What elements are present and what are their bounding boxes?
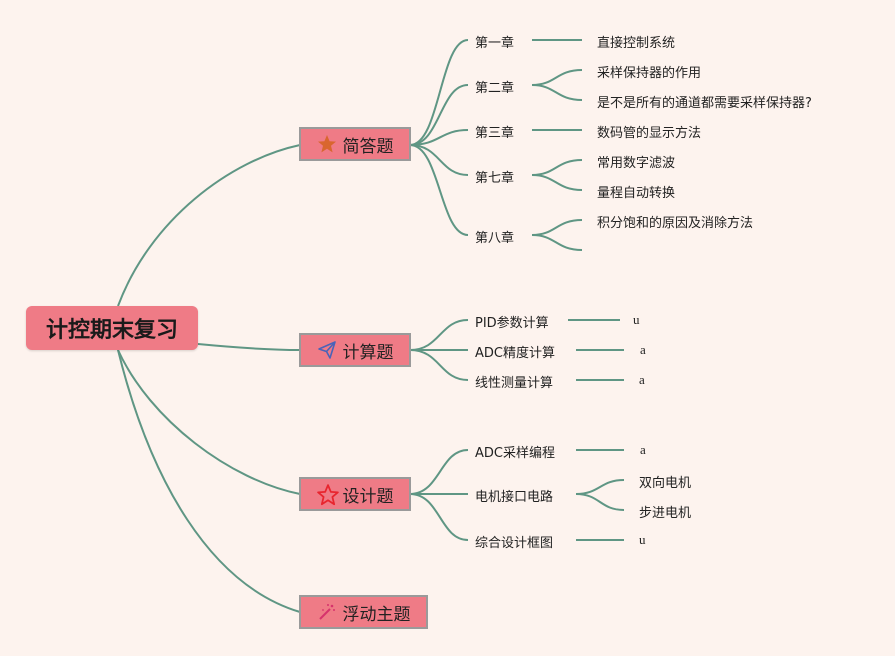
paper-plane-icon xyxy=(317,340,337,360)
leaf-item[interactable]: 双向电机 xyxy=(639,476,692,491)
topic-floating[interactable]: 浮动主题 xyxy=(299,595,428,629)
leaf-item[interactable]: a xyxy=(639,372,645,387)
subtopic-ch1[interactable]: 第一章 xyxy=(475,36,515,51)
topic-label: 计算题 xyxy=(342,342,394,363)
link-root-fudong xyxy=(117,349,301,613)
leaf-item[interactable]: 采样保持器的作用 xyxy=(597,66,702,81)
leaf-item[interactable]: a xyxy=(640,342,646,357)
leaf-item[interactable]: u xyxy=(639,532,646,547)
leaf-item[interactable]: a xyxy=(640,442,646,457)
subtopic-ch7[interactable]: 第七章 xyxy=(475,171,515,186)
link-root-sheji xyxy=(117,349,301,495)
leaf-item[interactable]: u xyxy=(633,312,640,327)
topic-label: 浮动主题 xyxy=(342,604,411,625)
subtopic-linear-measure[interactable]: 线性测量计算 xyxy=(475,376,554,391)
link-root-jisuan xyxy=(197,343,301,351)
leaf-item[interactable]: 常用数字滤波 xyxy=(597,156,676,171)
subtopic-motor-interface[interactable]: 电机接口电路 xyxy=(475,490,554,505)
subtopic-pid[interactable]: PID参数计算 xyxy=(475,316,549,331)
subtopic-adc-sampling[interactable]: ADC采样编程 xyxy=(475,446,555,461)
topic-calculation[interactable]: 计算题 xyxy=(299,333,411,367)
link-root-jianda xyxy=(117,144,301,307)
subtopic-ch3[interactable]: 第三章 xyxy=(475,126,515,141)
topic-design[interactable]: 设计题 xyxy=(299,477,411,511)
subtopic-system-block[interactable]: 综合设计框图 xyxy=(475,536,554,551)
topic-label: 简答题 xyxy=(342,136,394,157)
star-filled-icon xyxy=(317,134,337,154)
topic-short-answer[interactable]: 简答题 xyxy=(299,127,411,161)
leaf-item[interactable]: 量程自动转换 xyxy=(597,186,676,201)
subtopic-ch2[interactable]: 第二章 xyxy=(475,81,515,96)
topic-label: 设计题 xyxy=(342,486,394,507)
leaf-item[interactable]: 是不是所有的通道都需要采样保持器? xyxy=(597,96,812,111)
leaf-item[interactable]: 直接控制系统 xyxy=(597,36,676,51)
leaf-item[interactable]: 步进电机 xyxy=(639,506,692,521)
subtopic-ch8[interactable]: 第八章 xyxy=(475,231,515,246)
magic-wand-icon xyxy=(317,602,337,622)
star-outline-icon xyxy=(316,484,339,506)
leaf-item[interactable]: 数码管的显示方法 xyxy=(597,126,702,141)
subtopic-adc-precision[interactable]: ADC精度计算 xyxy=(475,346,555,361)
leaf-item[interactable]: 积分饱和的原因及消除方法 xyxy=(597,216,754,231)
root-topic[interactable]: 计控期末复习 xyxy=(26,306,198,350)
